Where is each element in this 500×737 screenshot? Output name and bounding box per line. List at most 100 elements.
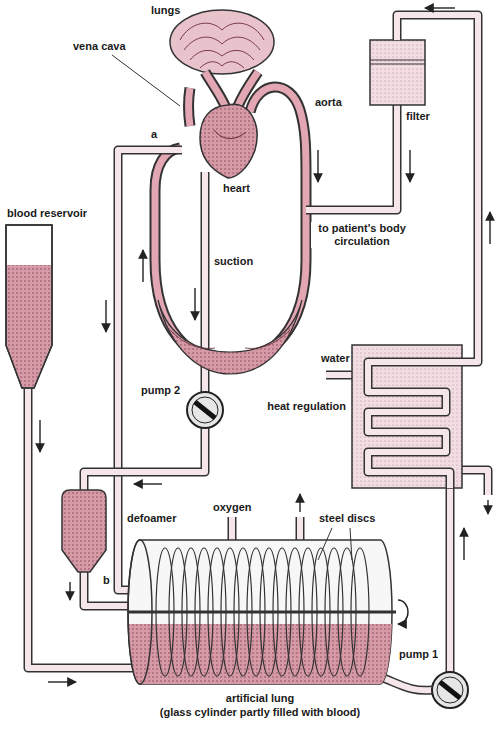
blood-vessel	[155, 72, 306, 362]
flow-arrow	[409, 150, 410, 182]
part-label: pump 2	[140, 384, 181, 397]
tube	[28, 105, 488, 690]
blood-vessel	[189, 88, 191, 126]
part-label: artificial lung	[225, 692, 295, 705]
part-label: heat regulation	[266, 400, 347, 413]
heart-organ	[200, 104, 257, 178]
blood-vessel	[189, 88, 191, 126]
pump-symbol	[192, 397, 218, 423]
blood-vessel	[155, 87, 306, 362]
pump-symbol	[440, 682, 460, 698]
part-label: to patient's body circulation	[311, 222, 413, 248]
blood-vessel	[238, 72, 258, 106]
tube	[326, 372, 352, 378]
blood-vessel	[205, 72, 226, 108]
tube	[118, 150, 182, 590]
defoamer-vessel	[62, 490, 106, 572]
flow-arrow	[489, 212, 490, 244]
pump-symbol	[187, 392, 223, 428]
part-label: heart	[222, 182, 251, 195]
artificial-lung-cylinder	[398, 600, 408, 624]
lungs-organ	[170, 10, 274, 74]
lungs-organ	[190, 50, 254, 60]
lungs-organ	[184, 37, 260, 50]
flow-arrow	[105, 300, 106, 332]
tube	[28, 388, 142, 668]
heat-exchanger	[352, 15, 478, 488]
part-label: pump 1	[398, 648, 439, 661]
filter-unit	[370, 40, 425, 105]
part-label: b	[102, 574, 111, 587]
tube	[229, 517, 235, 541]
flow-arrow	[134, 483, 162, 484]
flow-arrow	[299, 494, 300, 512]
filter-unit	[370, 59, 425, 60]
part-label: a	[150, 128, 158, 141]
tube	[306, 105, 397, 210]
heat-exchanger	[368, 15, 478, 488]
part-label: defoamer	[126, 512, 178, 525]
tube	[228, 517, 237, 541]
leader-line	[112, 55, 352, 560]
part-label: vena cava	[72, 40, 127, 53]
leader-line	[350, 528, 352, 560]
tube	[378, 676, 432, 690]
leader-line	[318, 528, 332, 560]
blood-reservoir	[6, 225, 52, 388]
flow-arrow	[69, 582, 70, 600]
blood-reservoir	[7, 265, 51, 387]
tube	[326, 371, 352, 380]
tube	[446, 488, 455, 672]
part-label: (glass cylinder partly filled with blood…	[159, 706, 361, 719]
heart-organ	[200, 104, 257, 178]
flow-arrow	[39, 420, 40, 452]
tube	[378, 676, 432, 690]
flow-arrow	[425, 7, 455, 8]
blood-reservoir	[6, 225, 52, 388]
tube	[297, 517, 303, 541]
capillary-bed	[158, 300, 302, 374]
artificial-lung-cylinder	[128, 611, 396, 614]
tube	[447, 488, 453, 672]
flow-arrow	[142, 250, 143, 282]
pump-symbol	[187, 392, 468, 708]
flow-arrow	[463, 528, 464, 560]
part-label: suction	[213, 255, 254, 268]
filter-unit	[370, 63, 425, 64]
heart-organ	[214, 130, 246, 139]
defoamer-vessel	[62, 490, 106, 572]
tube	[462, 470, 488, 495]
tube	[118, 150, 182, 590]
part-label: lungs	[150, 4, 181, 17]
capillary-bed	[170, 330, 290, 348]
filter-unit	[370, 40, 425, 105]
lungs-organ	[170, 10, 274, 74]
flow-arrow	[317, 150, 318, 182]
tube	[462, 470, 488, 495]
blood-vessel	[238, 72, 258, 106]
lungs-organ	[200, 62, 244, 68]
blood-reservoir	[6, 225, 52, 388]
tube	[84, 428, 205, 490]
pump-symbol	[432, 672, 468, 708]
tube	[28, 388, 142, 668]
part-label: filter	[405, 110, 431, 123]
blood-vessel	[155, 87, 306, 362]
part-label: blood reservoir	[6, 207, 88, 220]
part-label: aorta	[314, 96, 343, 109]
heat-exchanger	[368, 15, 478, 488]
lungs-organ	[180, 23, 264, 40]
flow-arrow	[194, 288, 195, 320]
part-label: water	[320, 352, 351, 365]
flow-arrow	[487, 500, 488, 514]
tube	[306, 105, 397, 210]
tube	[84, 428, 205, 490]
leader-line	[112, 55, 180, 106]
flow-arrow	[40, 8, 490, 682]
pump-symbol	[437, 677, 463, 703]
part-label: oxygen	[212, 501, 253, 514]
flow-arrow	[48, 681, 76, 682]
blood-vessel	[205, 72, 226, 108]
artificial-lung-cylinder	[120, 540, 408, 694]
